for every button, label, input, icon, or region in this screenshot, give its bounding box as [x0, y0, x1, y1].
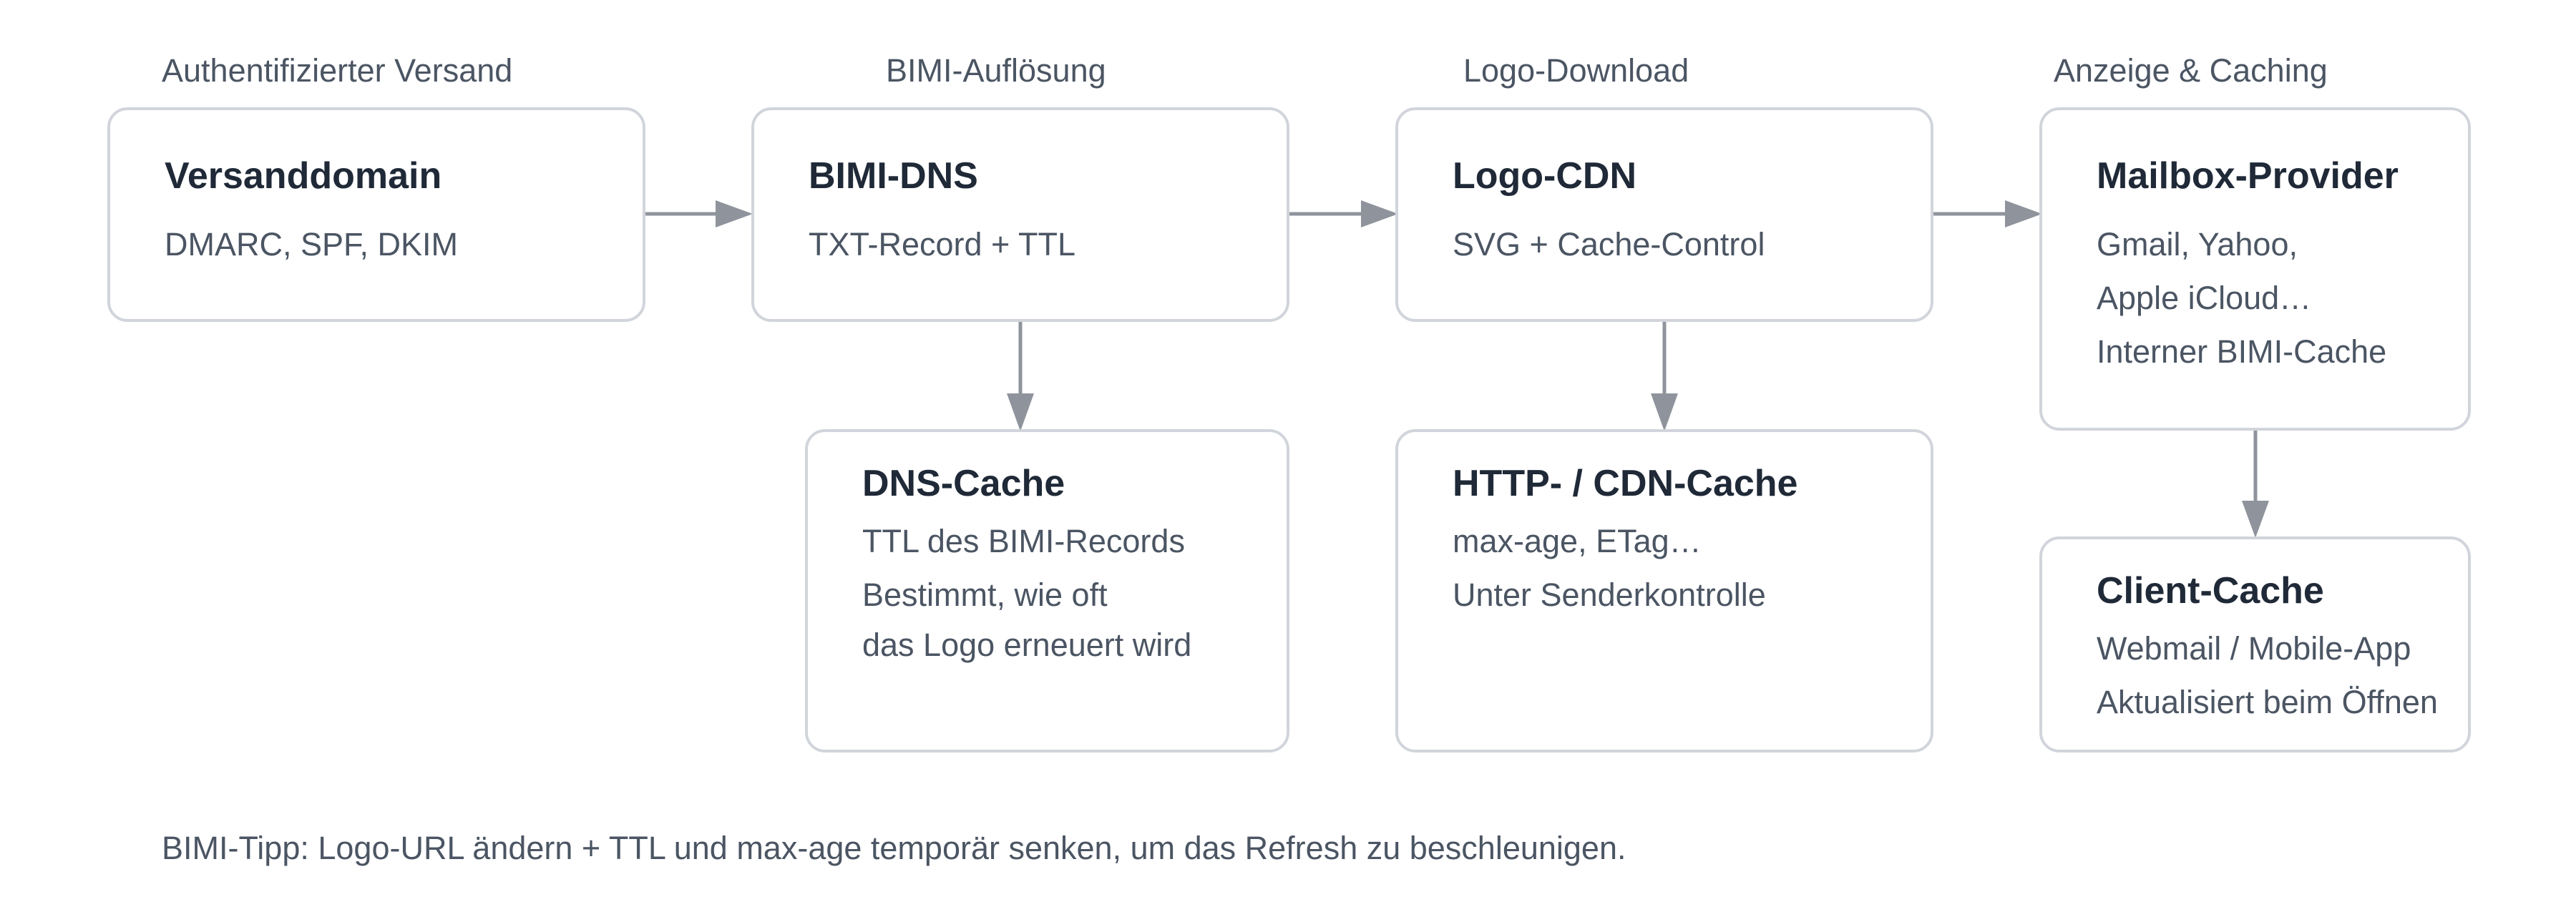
node-line: TTL des BIMI-Records: [862, 523, 1185, 559]
node-line: Aktualisiert beim Öffnen: [2097, 684, 2438, 720]
node-line: DMARC, SPF, DKIM: [165, 226, 459, 263]
node-line: SVG + Cache-Control: [1453, 226, 1765, 263]
node-bimi-dns: BIMI-DNS TXT-Record + TTL: [751, 107, 1289, 322]
arrow-cdn-to-provider-head: [2005, 200, 2042, 227]
node-dns-cache: DNS-Cache TTL des BIMI-Records Bestimmt,…: [805, 429, 1289, 752]
node-title: Client-Cache: [2097, 570, 2324, 612]
node-line: max-age, ETag…: [1453, 523, 1702, 559]
stage-label-bimi-resolution: BIMI-Auflösung: [886, 52, 1106, 89]
node-line: Interner BIMI-Cache: [2097, 333, 2387, 370]
arrow-domain-to-dns-head: [716, 200, 753, 227]
bimi-tip: BIMI-Tipp: Logo-URL ändern + TTL und max…: [162, 830, 1626, 866]
arrow-cdn-to-httpcache-head: [1651, 393, 1678, 431]
node-line: TXT-Record + TTL: [809, 226, 1076, 263]
node-client-cache: Client-Cache Webmail / Mobile-App Aktual…: [2039, 536, 2471, 752]
node-title: Logo-CDN: [1453, 155, 1637, 197]
node-line: Apple iCloud…: [2097, 280, 2312, 316]
node-sending-domain: Versanddomain DMARC, SPF, DKIM: [107, 107, 645, 322]
node-title: BIMI-DNS: [809, 155, 978, 197]
node-title: Mailbox-Provider: [2097, 155, 2399, 197]
node-http-cdn-cache: HTTP- / CDN-Cache max-age, ETag… Unter S…: [1395, 429, 1933, 752]
node-mailbox-provider: Mailbox-Provider Gmail, Yahoo, Apple iCl…: [2039, 107, 2471, 431]
stage-label-authenticated-sending: Authentifizierter Versand: [162, 52, 513, 89]
node-title: HTTP- / CDN-Cache: [1453, 463, 1798, 504]
node-title: Versanddomain: [165, 155, 442, 197]
arrow-dns-to-cdn-head: [1361, 200, 1398, 227]
arrow-provider-to-clientcache-head: [2242, 501, 2269, 538]
node-line: das Logo erneuert wird: [862, 627, 1192, 663]
node-title: DNS-Cache: [862, 463, 1065, 504]
stage-label-logo-download: Logo-Download: [1463, 52, 1689, 89]
arrow-dns-to-dnscache-head: [1007, 393, 1034, 431]
node-line: Bestimmt, wie oft: [862, 577, 1108, 613]
node-line: Unter Senderkontrolle: [1453, 577, 1766, 613]
node-line: Gmail, Yahoo,: [2097, 226, 2298, 263]
node-logo-cdn: Logo-CDN SVG + Cache-Control: [1395, 107, 1933, 322]
stage-label-display-caching: Anzeige & Caching: [2054, 52, 2328, 89]
node-line: Webmail / Mobile-App: [2097, 630, 2411, 667]
